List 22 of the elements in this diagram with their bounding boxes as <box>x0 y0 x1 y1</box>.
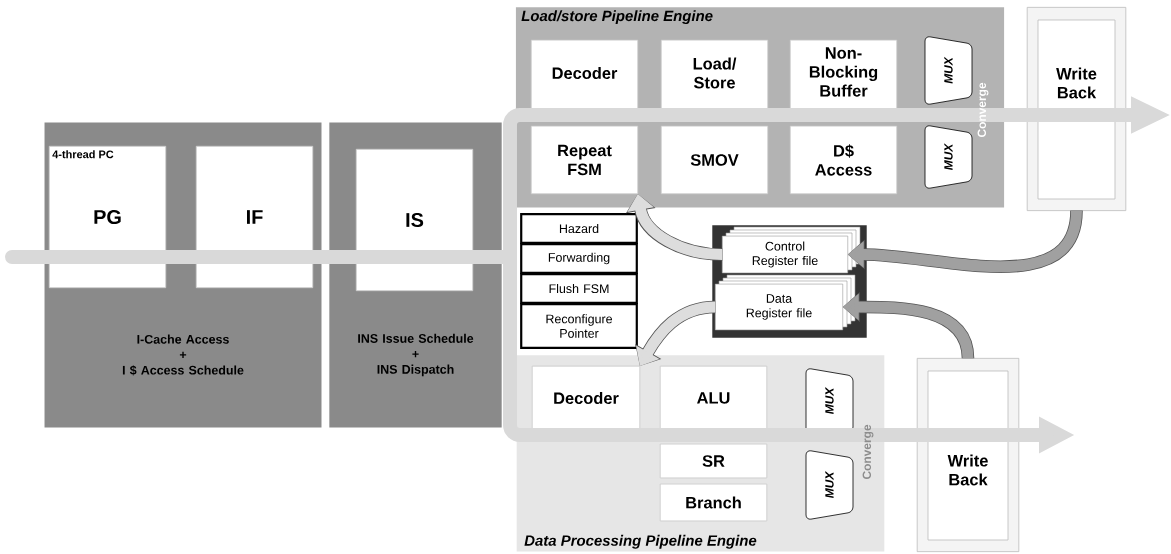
register-card: Control Register file <box>721 226 861 274</box>
stage-box: 4-thread PC PG <box>48 145 167 289</box>
stage-box: SR <box>659 443 768 479</box>
stage-box: Repeat FSM <box>530 125 639 195</box>
stage-box: IS <box>355 148 474 292</box>
stage-box: Load/ Store <box>660 39 769 111</box>
write-back-box: Write Back <box>1026 6 1127 211</box>
stage-box: D$ Access <box>789 125 898 195</box>
mux-block: MUX <box>924 36 973 105</box>
write-back-box: Write Back <box>916 357 1020 553</box>
stage-box: IF <box>195 145 314 289</box>
stage-box: Non- Blocking Buffer <box>789 39 898 111</box>
control-box: Forwarding <box>520 242 638 275</box>
stage-label: Converge <box>977 82 989 138</box>
control-box: Hazard <box>520 212 638 245</box>
control-box: Reconfigure Pointer <box>520 303 638 349</box>
stage-box: SMOV <box>660 125 769 195</box>
stage-box: Decoder <box>530 39 639 111</box>
register-card: Data Register file <box>714 274 856 331</box>
stage-box: Branch <box>659 483 768 522</box>
stage-label: Converge <box>862 424 874 480</box>
control-box: Flush FSM <box>520 272 638 305</box>
